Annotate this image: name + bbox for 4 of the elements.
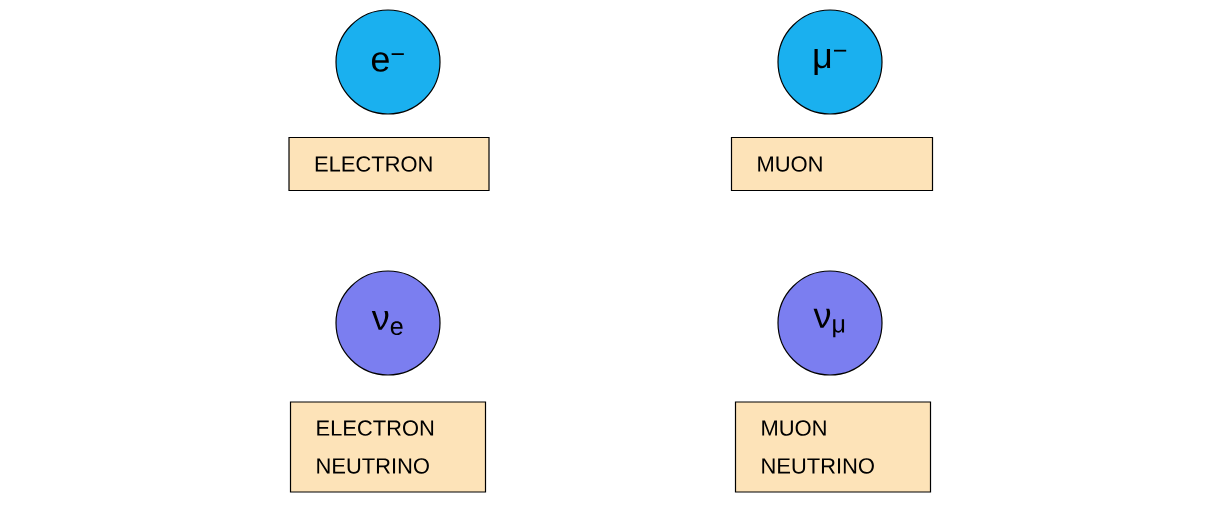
label-box: MUON (730, 136, 934, 192)
label-box: MUON NEUTRINO (734, 401, 932, 493)
label-box: ELECTRON NEUTRINO (289, 401, 487, 493)
label-box: ELECTRON (288, 136, 490, 192)
